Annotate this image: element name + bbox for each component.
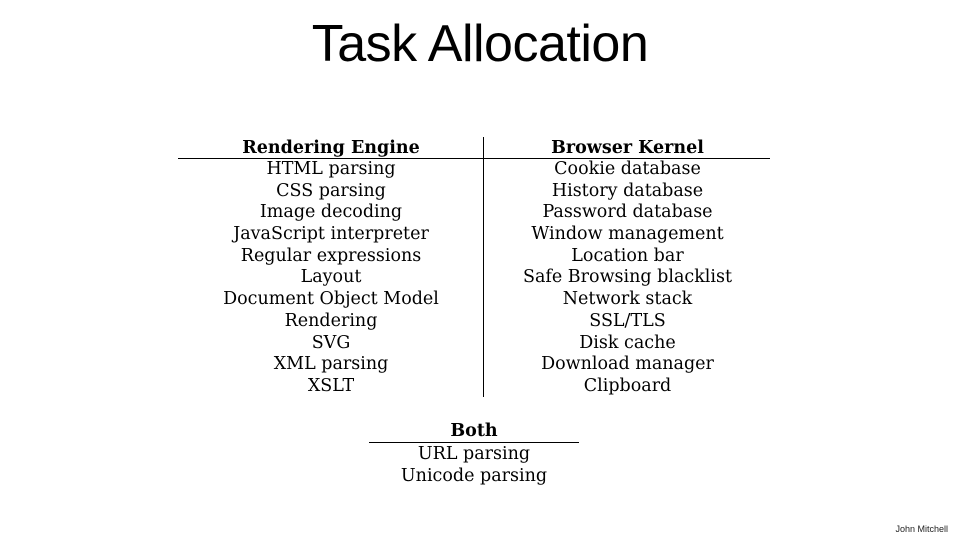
rendering-engine-item: SVG bbox=[311, 332, 351, 353]
both-header: Both bbox=[450, 421, 498, 441]
browser-kernel-item: Download manager bbox=[541, 354, 714, 375]
rendering-engine-item: CSS parsing bbox=[276, 180, 386, 201]
rendering-engine-item: XSLT bbox=[307, 375, 355, 396]
rendering-engine-item: Image decoding bbox=[259, 202, 403, 223]
rendering-engine-item: Document Object Model bbox=[223, 289, 439, 310]
browser-kernel-item: Cookie database bbox=[554, 159, 701, 179]
browser-kernel-column: Browser Kernel Cookie database History d… bbox=[485, 137, 770, 398]
browser-kernel-item: Disk cache bbox=[579, 332, 676, 353]
slide-title: Task Allocation bbox=[311, 15, 649, 73]
both-item: URL parsing bbox=[417, 444, 531, 464]
both-header-rule bbox=[369, 442, 579, 443]
browser-kernel-item: Clipboard bbox=[583, 375, 672, 396]
browser-kernel-item: Location bar bbox=[571, 245, 684, 266]
column-divider bbox=[483, 137, 484, 397]
header-rule bbox=[178, 158, 770, 159]
browser-kernel-item: Window management bbox=[531, 224, 724, 245]
browser-kernel-item: Network stack bbox=[562, 289, 693, 310]
both-item: Unicode parsing bbox=[400, 466, 548, 486]
rendering-engine-column: Rendering Engine HTML parsing CSS parsin… bbox=[178, 137, 484, 398]
both-table: Both URL parsing Unicode parsing bbox=[369, 420, 579, 487]
rendering-engine-header: Rendering Engine bbox=[242, 138, 420, 158]
task-allocation-table: Rendering Engine HTML parsing CSS parsin… bbox=[178, 137, 770, 397]
browser-kernel-item: Password database bbox=[542, 202, 713, 223]
browser-kernel-item: History database bbox=[551, 180, 704, 201]
rendering-engine-item: HTML parsing bbox=[266, 159, 396, 179]
rendering-engine-item: Layout bbox=[300, 267, 362, 288]
browser-kernel-item: SSL/TLS bbox=[589, 310, 666, 331]
browser-kernel-header: Browser Kernel bbox=[551, 138, 704, 158]
rendering-engine-item: JavaScript interpreter bbox=[233, 224, 429, 245]
rendering-engine-item: Rendering bbox=[284, 310, 378, 331]
rendering-engine-item: XML parsing bbox=[273, 354, 389, 375]
author-footer: John Mitchell bbox=[895, 524, 948, 534]
browser-kernel-item: Safe Browsing blacklist bbox=[522, 267, 733, 288]
rendering-engine-item: Regular expressions bbox=[240, 245, 422, 266]
